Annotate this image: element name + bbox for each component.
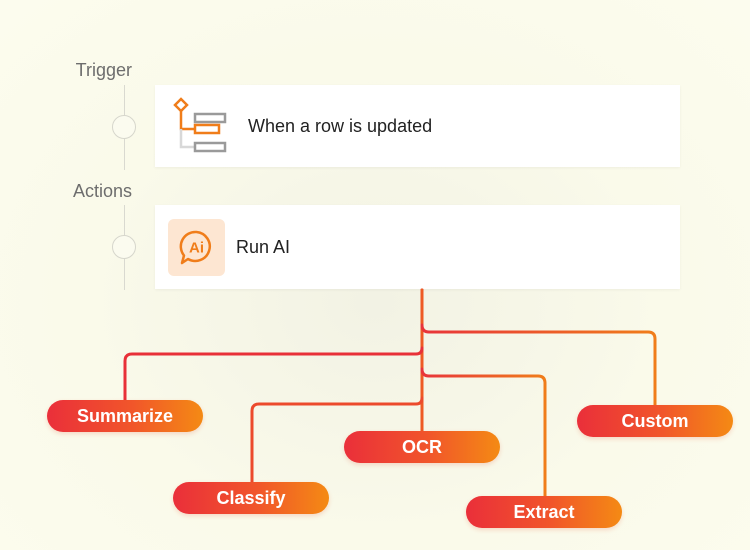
branch-extract[interactable]: Extract xyxy=(466,496,622,528)
branch-summarize[interactable]: Summarize xyxy=(47,400,203,432)
branch-ocr[interactable]: OCR xyxy=(344,431,500,463)
trigger-step-dot xyxy=(112,115,136,139)
action-card[interactable]: Run AI xyxy=(155,205,680,289)
action-step-dot xyxy=(112,235,136,259)
ai-chat-icon: Ai xyxy=(168,219,225,276)
branch-classify[interactable]: Classify xyxy=(173,482,329,514)
actions-section-label: Actions xyxy=(72,181,132,201)
svg-text:Ai: Ai xyxy=(189,240,204,257)
trigger-title: When a row is updated xyxy=(248,116,433,136)
branch-custom[interactable]: Custom xyxy=(577,405,733,437)
trigger-card[interactable]: When a row is updated xyxy=(155,85,680,167)
trigger-section-label: Trigger xyxy=(75,60,132,80)
table-row-update-icon xyxy=(173,97,227,153)
action-title: Run AI xyxy=(236,237,291,257)
